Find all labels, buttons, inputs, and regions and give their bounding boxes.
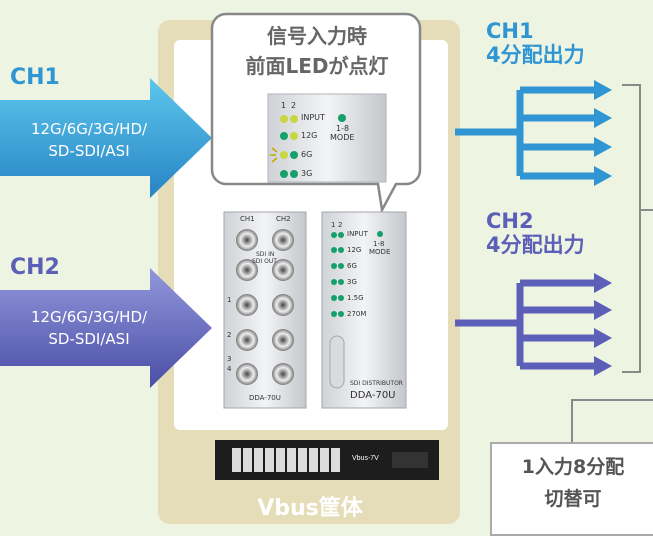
front-handle-slot	[329, 335, 345, 389]
rear-row-2: 2	[227, 331, 232, 339]
rear-sdi-in-label: SDI IN	[256, 251, 275, 258]
enclosure-label: Vbus筐体	[257, 496, 363, 521]
zoom-6g-label: 6G	[301, 150, 313, 159]
rear-ch1-label: CH1	[240, 215, 255, 223]
front-led-270m: 270M	[347, 310, 367, 318]
zoom-mode-top: 1-8	[336, 124, 350, 133]
zoom-leds	[280, 114, 346, 178]
zoom-front-panel	[267, 93, 387, 183]
group-bracket	[571, 84, 653, 444]
rear-ch2-label: CH2	[276, 215, 291, 223]
front-num2: 2	[338, 221, 343, 229]
front-product-line: SDI DISTRIBUTOR	[350, 380, 403, 387]
ch2-input-formats-line1: 12G/6G/3G/HD/	[30, 308, 148, 326]
ch2-output-label: 4分配出力	[486, 233, 585, 257]
zoom-3g-label: 3G	[301, 169, 313, 178]
ch1-output-ch: CH1	[486, 19, 534, 43]
front-model: DDA-70U	[350, 390, 396, 401]
zoom-input-label: INPUT	[301, 113, 325, 122]
front-led-3g: 3G	[347, 278, 357, 286]
zoom-mode-label: MODE	[330, 133, 355, 142]
ch2-input-formats-line2: SD-SDI/ASI	[48, 330, 130, 348]
ch1-input-formats-line1: 12G/6G/3G/HD/	[30, 120, 148, 138]
front-input-label: INPUT	[347, 230, 368, 238]
zoom-num2: 2	[291, 101, 297, 110]
ch2-input-label: CH2	[10, 255, 60, 280]
callout-line2: 切替可	[544, 488, 602, 510]
zoom-num1: 1	[281, 101, 287, 110]
bubble-line2: 前面LEDが点灯	[245, 54, 389, 78]
ch2-output-ch: CH2	[486, 209, 534, 233]
rack-slots	[232, 448, 340, 472]
front-led-1-5g: 1.5G	[347, 294, 364, 302]
ch1-output-arrows	[455, 86, 596, 180]
rear-model-label: DDA-70U	[249, 394, 281, 402]
front-led-6g: 6G	[347, 262, 357, 270]
diagram-graphics	[0, 12, 653, 480]
bnc-connectors	[236, 229, 294, 385]
ch1-input-arrow	[0, 78, 212, 198]
ch1-output-label: 4分配出力	[486, 43, 585, 67]
ch2-output-arrows	[455, 279, 596, 370]
ch1-input-formats-line2: SD-SDI/ASI	[48, 142, 130, 160]
front-led-12g: 12G	[347, 246, 362, 254]
callout-line1: 1入力8分配	[521, 456, 625, 478]
rack-brand: Vbus-7V	[352, 455, 379, 462]
rear-sdi-out-label: SDI OUT	[252, 258, 277, 265]
front-num1: 1	[331, 221, 336, 229]
ch2-input-arrow	[0, 268, 212, 388]
ch1-input-label: CH1	[10, 65, 60, 90]
rear-row-3: 3	[227, 355, 232, 363]
front-mode-label: MODE	[369, 248, 391, 256]
rear-row-1: 1	[227, 296, 232, 304]
rear-row-4: 4	[227, 365, 232, 373]
front-mode-top: 1-8	[373, 240, 385, 248]
bubble-line1: 信号入力時	[267, 24, 367, 48]
front-leds	[331, 231, 383, 317]
zoom-12g-label: 12G	[301, 131, 318, 140]
